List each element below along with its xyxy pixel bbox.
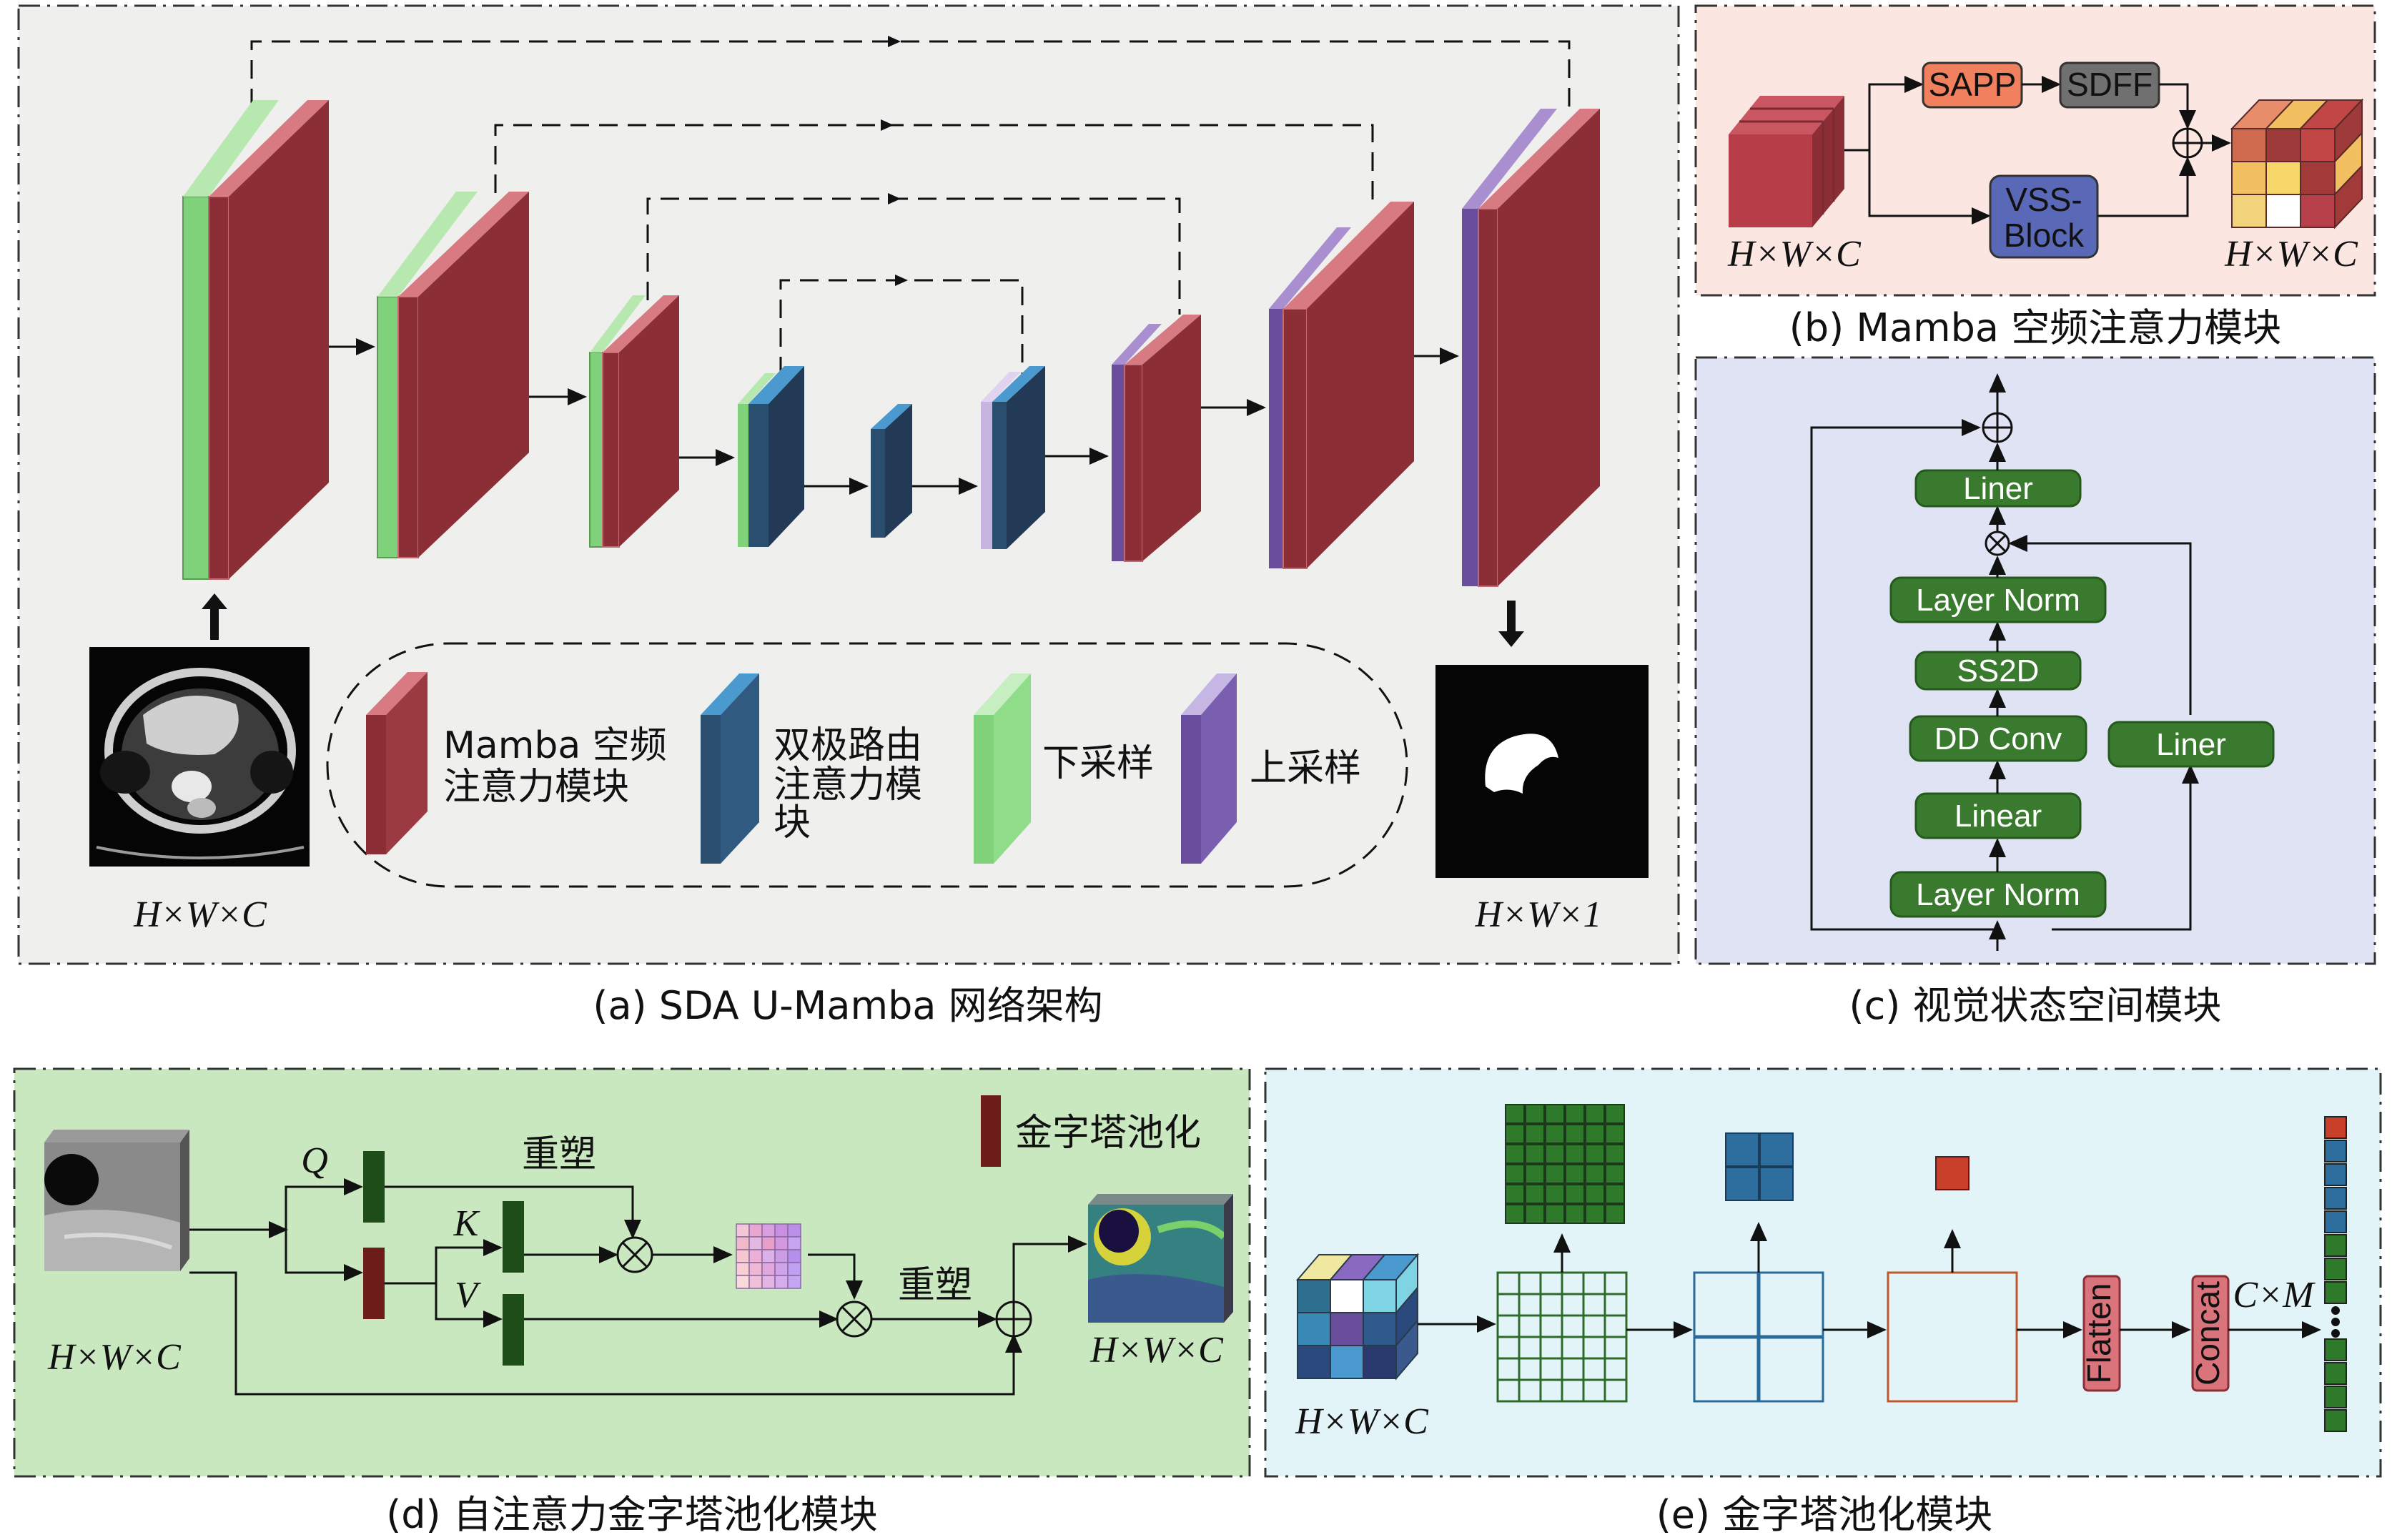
d-conv-k — [503, 1201, 524, 1273]
d-v-label: V — [455, 1275, 481, 1316]
legend-mamba: Mamba 空频 注意力模块 — [366, 672, 667, 854]
input-dim-label: H×W×C — [133, 894, 267, 935]
legend-upsample: 上采样 — [1181, 673, 1361, 864]
encoder-block-1 — [182, 100, 329, 580]
legend-mamba-label-line1: Mamba 空频 — [443, 724, 667, 767]
d-output-dim: H×W×C — [1089, 1330, 1224, 1371]
pyramid-pooling-module: H×W×C — [1295, 1104, 2347, 1442]
bra-block-2 — [981, 366, 1045, 549]
skip-connection-2 — [494, 124, 1374, 204]
c-ddconv-label: DD Conv — [1934, 721, 2062, 756]
skip-connection-3 — [646, 197, 1181, 315]
flatten-block — [2082, 1275, 2121, 1392]
d-conv-v — [503, 1294, 524, 1366]
decoder-block-3 — [1462, 109, 1600, 587]
vss-label-line1: VSS- — [2005, 181, 2082, 218]
c-layernorm-top-label: Layer Norm — [1916, 583, 2080, 618]
output-cube — [2230, 98, 2364, 229]
e-output-dim: C×M — [2233, 1275, 2316, 1316]
pool-output-1x1 — [1935, 1156, 1970, 1190]
d-reshape1-label: 重塑 — [522, 1133, 596, 1176]
segmentation-output-image — [1435, 665, 1649, 878]
d-legend-swatch — [981, 1095, 1001, 1167]
ct-input-image — [89, 647, 310, 867]
d-pool-q — [363, 1151, 385, 1223]
sapp-label: SAPP — [1929, 66, 2017, 103]
legend-downsample-label: 下采样 — [1042, 742, 1154, 785]
c-liner-top-label: Liner — [1963, 471, 2033, 506]
legend-bra-label-line1: 双极路由 — [774, 724, 922, 767]
unet-architecture: H×W×C H×W×1 Mamba 空频 注意力模块 双极路由 注意力模 块 — [89, 36, 1649, 935]
input-arrow — [202, 593, 227, 640]
self-attention-pyramid-pooling: H×W×C Q 重塑 K V — [44, 1095, 1233, 1396]
ellipsis-dots — [2331, 1306, 2340, 1338]
d-input-dim: H×W×C — [47, 1337, 182, 1378]
legend-bra-label-line3: 块 — [774, 801, 811, 844]
mamba-sfa-module: H×W×C SAPP SDFF VSS- Block — [1727, 61, 2364, 275]
concat-block — [2191, 1275, 2230, 1392]
pool-output-2x2 — [1725, 1132, 1794, 1201]
d-input-cube — [44, 1130, 189, 1271]
pool-output-6x6 — [1505, 1104, 1625, 1224]
c-ss2d-label: SS2D — [1957, 653, 2040, 688]
c-liner-right — [2107, 721, 2275, 768]
bottleneck-block — [871, 404, 912, 538]
input-cube — [1729, 96, 1844, 227]
output-arrow — [1498, 601, 1524, 647]
d-pool-kv — [363, 1248, 385, 1319]
vss-label-line2: Block — [2004, 217, 2085, 254]
encoder-block-2 — [377, 192, 529, 558]
d-legend-label: 金字塔池化 — [1015, 1112, 1201, 1155]
concat-label: Concat — [2189, 1281, 2226, 1386]
output-vector — [2324, 1116, 2347, 1432]
panel-b-caption: (b) Mamba 空频注意力模块 — [1789, 305, 2281, 350]
b-output-dim: H×W×C — [2224, 234, 2358, 275]
panel-e-caption: (e) 金字塔池化模块 — [1656, 1492, 1993, 1537]
decoder-block-1 — [1112, 315, 1201, 562]
sdff-label: SDFF — [2067, 66, 2153, 103]
panel-c-caption: (c) 视觉状态空间模块 — [1849, 983, 2222, 1028]
panel-a-caption: (a) SDA U-Mamba 网络架构 — [593, 983, 1102, 1028]
decoder-block-2 — [1269, 202, 1414, 569]
encoder-block-3 — [589, 295, 679, 548]
legend-upsample-label: 上采样 — [1250, 747, 1361, 790]
e-input-cube — [1295, 1253, 1420, 1381]
c-linear-label: Linear — [1954, 799, 2042, 834]
legend-bra-label-line2: 注意力模 — [774, 764, 922, 806]
e-input-dim: H×W×C — [1295, 1401, 1429, 1442]
d-reshape2-label: 重塑 — [898, 1264, 972, 1307]
legend-mamba-label-line2: 注意力模块 — [443, 766, 629, 809]
legend-box — [326, 642, 1408, 888]
d-k-label: K — [453, 1203, 480, 1244]
output-dim-label: H×W×1 — [1474, 894, 1601, 935]
b-input-dim: H×W×C — [1727, 234, 1862, 275]
attention-map — [736, 1223, 801, 1289]
d-q-label: Q — [301, 1140, 328, 1181]
vss-block-detail: Layer Norm Linear DD Conv SS2D Layer Nor… — [1810, 373, 2275, 951]
legend-bra: 双极路由 注意力模 块 — [701, 673, 922, 864]
c-liner-right-label: Liner — [2156, 727, 2226, 762]
d-output-cube — [1088, 1194, 1233, 1323]
panel-d-caption: (d) 自注意力金字塔池化模块 — [386, 1492, 878, 1537]
legend-downsample: 下采样 — [974, 673, 1154, 864]
c-layernorm-bottom-label: Layer Norm — [1916, 877, 2080, 912]
bra-block-1 — [738, 366, 804, 547]
skip-connection-1 — [250, 40, 1571, 107]
pool-grid-6x6 — [1496, 1271, 1628, 1403]
flatten-label: Flatten — [2080, 1283, 2117, 1384]
